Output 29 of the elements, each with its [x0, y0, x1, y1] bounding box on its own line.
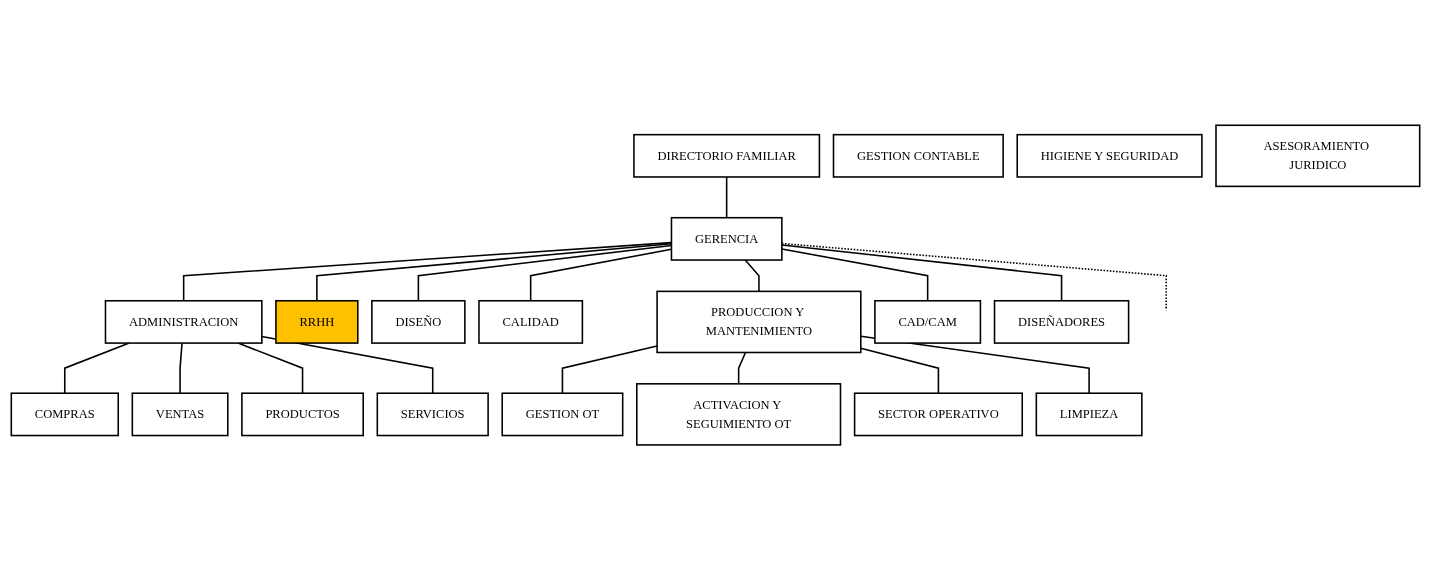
- connector: [781, 248, 929, 302]
- node-box: HIGIENE Y SEGURIDAD: [1016, 134, 1203, 179]
- connector: [179, 342, 183, 395]
- connector: [725, 176, 728, 219]
- node-box: RRHH: [275, 300, 359, 345]
- connector: [261, 336, 434, 395]
- node-box: ACTIVACION Y SEGUIMIENTO OT: [636, 383, 842, 447]
- node-box: PRODUCTOS: [241, 392, 364, 437]
- connector: [737, 352, 747, 385]
- node-box: COMPRAS: [10, 392, 119, 437]
- node-box: SERVICIOS: [376, 392, 489, 437]
- connector: [744, 259, 760, 293]
- node-box: GESTION OT: [501, 392, 624, 437]
- node-box: VENTAS: [131, 392, 229, 437]
- node-box: ADMINISTRACION: [104, 300, 263, 345]
- node-box: GESTION CONTABLE: [832, 134, 1004, 179]
- node-box: CALIDAD: [478, 300, 584, 345]
- node-box: ASESORAMIENTO JURIDICO: [1215, 124, 1421, 188]
- connector: [561, 345, 658, 395]
- node-box: DISEÑADORES: [993, 300, 1130, 345]
- node-box: CAD/CAM: [874, 300, 982, 345]
- node-box: DISEÑO: [371, 300, 466, 345]
- node-box: SECTOR OPERATIVO: [853, 392, 1023, 437]
- node-box: PRODUCCION Y MANTENIMIENTO: [656, 290, 862, 354]
- node-box: LIMPIEZA: [1035, 392, 1143, 437]
- connector: [781, 244, 1063, 302]
- connector: [860, 347, 940, 395]
- node-box: GERENCIA: [670, 217, 783, 262]
- node-box: DIRECTORIO FAMILIAR: [633, 134, 821, 179]
